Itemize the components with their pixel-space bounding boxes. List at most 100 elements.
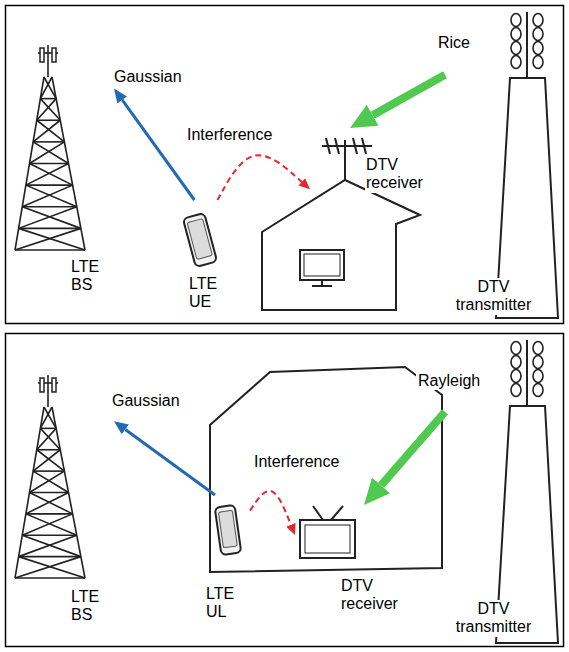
- antenna-element: [511, 342, 521, 355]
- signal-arrow: [217, 155, 301, 200]
- tv-set: [300, 250, 344, 286]
- antenna-element: [533, 28, 543, 41]
- tower-strut: [19, 556, 81, 558]
- channel-label: Interference: [252, 453, 341, 471]
- tower-strut: [40, 99, 60, 121]
- tower-strut: [22, 207, 81, 229]
- tower-strut: [22, 185, 72, 207]
- device-node: DTV receiver: [295, 505, 410, 625]
- tower-strut: [33, 450, 60, 471]
- tower-strut: [30, 493, 73, 514]
- tower-strut: [47, 45, 49, 77]
- device-node: LTE UE: [180, 200, 228, 315]
- antenna-element: [533, 56, 543, 69]
- tower-strut: [19, 535, 77, 556]
- tower-strut: [37, 99, 56, 121]
- antenna-element: [511, 356, 521, 369]
- tower-strut: [37, 449, 61, 451]
- antenna-panel: [40, 48, 44, 62]
- tower-strut: [37, 450, 65, 471]
- device-label: DTV receiver: [340, 577, 408, 614]
- tower-strut: [22, 206, 77, 208]
- channel-label: Rice: [436, 34, 472, 52]
- house-outline: [262, 180, 420, 310]
- antenna-element: [533, 42, 543, 55]
- transmitter-mast: [526, 340, 528, 406]
- tower-strut: [22, 534, 77, 536]
- antenna-element: [533, 14, 543, 27]
- antenna-panel: [52, 48, 56, 62]
- antenna-element: [511, 384, 521, 397]
- tower-strut: [37, 428, 56, 449]
- tower-strut: [30, 163, 69, 165]
- tower-strut: [33, 142, 68, 164]
- tower-strut: [22, 514, 72, 535]
- tower-strut: [30, 471, 65, 492]
- bs-towers: [15, 45, 85, 578]
- tower-strut: [26, 514, 77, 535]
- tower-strut: [19, 228, 81, 230]
- house-outline: [210, 367, 442, 572]
- device-label: LTE BS: [70, 258, 112, 295]
- device-node: LTE UL: [200, 495, 250, 625]
- transmitter-mast: [526, 12, 528, 78]
- tower-strut: [19, 557, 85, 578]
- tower-strut: [40, 407, 52, 428]
- signal-arrow: [125, 429, 215, 495]
- tower-strut: [33, 141, 64, 143]
- tower-strut: [26, 185, 77, 207]
- transmitter-antennas: [511, 14, 543, 397]
- tower-strut: [30, 164, 73, 186]
- tower-strut: [47, 375, 49, 407]
- tower-strut: [37, 119, 61, 121]
- antenna-element: [511, 56, 521, 69]
- antenna-element: [511, 42, 521, 55]
- tower-strut: [22, 535, 81, 556]
- tower-strut: [40, 428, 56, 430]
- device-label: DTV transmitter: [445, 600, 542, 637]
- tower-strut: [33, 470, 64, 472]
- device-node: LTE BS: [12, 370, 114, 626]
- tower-strut: [15, 557, 81, 578]
- antenna-element: [511, 28, 521, 41]
- tower-strut: [40, 98, 56, 100]
- tower-strut: [33, 120, 60, 142]
- phone: [183, 213, 217, 267]
- channel-label: Interference: [185, 126, 274, 144]
- signal-arrow: [250, 491, 291, 525]
- channel-label: Rayleigh: [416, 372, 482, 390]
- tower-strut: [19, 207, 77, 229]
- tower-strut: [37, 120, 65, 142]
- antenna-element: [533, 384, 543, 397]
- device-label: DTV receiver: [365, 156, 433, 193]
- antenna-panel: [52, 378, 56, 392]
- device-label: LTE UL: [205, 585, 247, 622]
- antenna-element: [533, 342, 543, 355]
- channel-label: Gaussian: [110, 392, 182, 410]
- device-label: DTV transmitter: [445, 278, 542, 315]
- tower-strut: [19, 228, 85, 250]
- device-node: DTV transmitter: [445, 10, 560, 318]
- antenna-element: [511, 370, 521, 383]
- tower-strut: [26, 493, 69, 514]
- device-label: LTE UE: [188, 275, 226, 312]
- tower-strut: [40, 77, 52, 99]
- tower-strut: [30, 492, 69, 494]
- antenna-panel: [40, 378, 44, 392]
- tower-strut: [26, 184, 73, 186]
- panel-frame: [6, 334, 564, 647]
- signal-arrow: [373, 75, 445, 116]
- signal-arrow: [381, 412, 445, 485]
- phone: [215, 505, 241, 555]
- device-node: LTE BS: [12, 40, 114, 296]
- tower-strut: [15, 228, 81, 250]
- signal-arrow: [122, 100, 194, 200]
- tower-strut: [26, 513, 73, 515]
- tower-strut: [33, 471, 68, 492]
- antenna-element: [511, 14, 521, 27]
- tv-set: [300, 506, 355, 558]
- device-label: LTE BS: [70, 588, 112, 625]
- tower-strut: [40, 428, 60, 449]
